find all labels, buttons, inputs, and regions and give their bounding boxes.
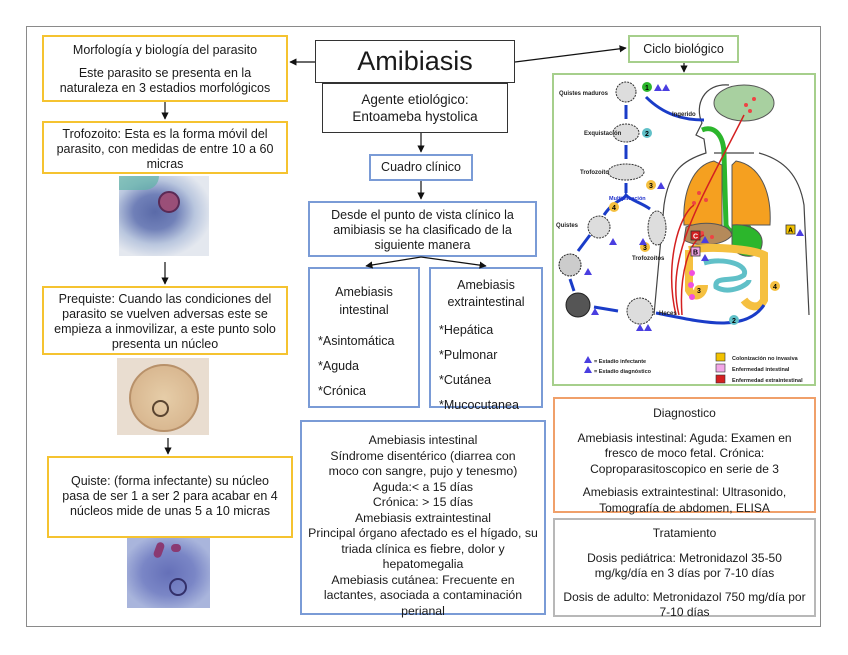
stage-box-quiste: Quiste: (forma infectante) su núcleo pas… xyxy=(47,456,293,538)
cyst-stage xyxy=(565,292,591,318)
stage-box-prequiste: Prequiste: Cuando las condiciones del pa… xyxy=(42,286,288,355)
cuadro-clinico-label: Cuadro clínico xyxy=(381,160,461,174)
stage-legend-diagnostic: = Estadio diagnóstico xyxy=(594,369,652,375)
body-outline xyxy=(653,84,810,316)
extraintestinal-item: *Hepática xyxy=(439,323,494,337)
morfologia-box: Morfología y biología del parasito Este … xyxy=(42,35,288,102)
diagnostico-box: Diagnostico Amebiasis intestinal: Aguda:… xyxy=(553,397,816,515)
tratamiento-text: Dosis de adulto: Metronidazol 750 mg/día… xyxy=(563,589,806,620)
mature-cyst xyxy=(615,81,637,103)
nucleus xyxy=(169,578,187,596)
label-ingerido: Ingerido xyxy=(672,112,696,118)
marker-c: C xyxy=(693,234,698,241)
intestinal-box: Amebiasis intestinal *Asintomática *Agud… xyxy=(308,267,420,408)
page-title: Amibiasis xyxy=(357,46,473,76)
detail-line: Amebiasis extraintestinal xyxy=(354,510,491,525)
diagnostico-title: Diagnostico xyxy=(653,406,716,420)
detail-line: Amebiasis intestinal xyxy=(368,433,478,447)
step-badge: 4 xyxy=(773,284,777,291)
stage-legend-infective: = Estadio infectante xyxy=(594,359,646,365)
extraintestinal-item: *Pulmonar xyxy=(439,348,498,362)
ciclo-biologico-box: Ciclo biológico xyxy=(628,35,739,63)
title-box: Amibiasis xyxy=(315,40,515,83)
cycle-arrows xyxy=(568,95,766,325)
nucleus xyxy=(152,400,169,417)
step-badge: 1 xyxy=(645,85,649,92)
trofozoito-micrograph xyxy=(119,176,209,256)
stage-text-quiste: Quiste: (forma infectante) su núcleo pas… xyxy=(62,474,278,518)
label-multiplicacion: Multiplicación xyxy=(609,196,646,202)
legend-b-text: Enfermedad intestinal xyxy=(732,367,790,373)
detail-line: Principal órgano afectado es el hígado, … xyxy=(308,526,538,571)
label-exquistacion: Exquistación xyxy=(584,131,622,137)
label-heces: Heces xyxy=(659,311,677,317)
brain xyxy=(713,84,775,122)
legend-c-text: Enfermedad extraintestinal xyxy=(732,378,803,384)
cyst-stage xyxy=(626,297,654,325)
trophozoites-right xyxy=(647,210,667,246)
life-cycle-illustration: 1 2 3 4 3 2 3 4 A B C Quistes maduros Ex… xyxy=(556,81,810,384)
intestinal-item: *Asintomática xyxy=(318,334,395,348)
dissemination-arrow xyxy=(675,114,745,316)
morfologia-text: Este parasito se presenta en la naturale… xyxy=(59,66,271,95)
step-badge: 3 xyxy=(643,245,647,252)
nucleus xyxy=(158,191,180,213)
intestinal-item: *Crónica xyxy=(318,384,366,398)
clasificacion-intro-box: Desde el punto de vista clínico la amibi… xyxy=(308,201,537,257)
step-badge: 2 xyxy=(645,131,649,138)
agent-box: Agente etiológico: Entoameba hystolica xyxy=(322,83,508,133)
small-intestine xyxy=(703,258,752,293)
excystation xyxy=(612,123,640,143)
quiste-micrograph xyxy=(127,538,210,608)
detail-line: Síndrome disentérico (diarrea con moco c… xyxy=(328,448,518,479)
colon xyxy=(685,243,768,311)
prequiste-micrograph xyxy=(117,358,209,435)
label-trofozoito: Trofozoíto xyxy=(580,170,609,176)
label-quistes: Quistes xyxy=(556,223,579,229)
label-trofozoitos: Trofozoítos xyxy=(632,256,665,262)
extraintestinal-item: *Mucocutanea xyxy=(439,398,519,412)
stage-text-prequiste: Prequiste: Cuando las condiciones del pa… xyxy=(54,292,276,351)
agent-name: Entoameba hystolica xyxy=(352,109,478,124)
clinical-detail-box: Amebiasis intestinal Síndrome disentéric… xyxy=(300,420,546,618)
intestinal-title: Amebiasis intestinal xyxy=(335,285,393,317)
ciclo-biologico-label: Ciclo biológico xyxy=(643,42,724,56)
clasificacion-intro: Desde el punto de vista clínico la amibi… xyxy=(331,208,514,252)
step-badge: 4 xyxy=(612,205,616,212)
step-badge: 2 xyxy=(732,318,736,325)
legend-a-text: Colonización no invasiva xyxy=(732,356,799,362)
diagnostico-text: Amebiasis extraintestinal: Ultrasonido, … xyxy=(582,485,787,515)
marker-b: B xyxy=(693,250,698,257)
tratamiento-text: Dosis pediátrica: Metronidazol 35-50 mg/… xyxy=(587,550,782,581)
right-lung xyxy=(731,160,771,226)
intestinal-item: *Aguda xyxy=(318,359,360,373)
diagnostico-text: Amebiasis intestinal: Aguda: Examen en f… xyxy=(577,430,792,476)
stage-box-trofozoito: Trofozoito: Esta es la forma móvil del p… xyxy=(42,121,288,174)
label-quistes-maduros: Quistes maduros xyxy=(559,91,609,97)
stage-text-trofozoito: Trofozoito: Esta es la forma móvil del p… xyxy=(56,127,274,171)
step-badge: 3 xyxy=(649,183,653,190)
tratamiento-box: Tratamiento Dosis pediátrica: Metronidaz… xyxy=(553,518,816,619)
life-cycle-diagram: 1 2 3 4 3 2 3 4 A B C Quistes maduros Ex… xyxy=(552,73,816,386)
detail-line: Crónica: > 15 días xyxy=(372,495,474,509)
page-frame xyxy=(26,26,821,627)
tratamiento-title: Tratamiento xyxy=(652,526,717,540)
extraintestinal-box: Amebiasis extraintestinal *Hepática *Pul… xyxy=(429,267,543,412)
step-badge: 3 xyxy=(697,288,701,295)
trophozoite xyxy=(607,163,645,181)
cuadro-clinico-box: Cuadro clínico xyxy=(369,154,473,181)
marker-a: A xyxy=(788,228,793,235)
detail-line: Amebiasis cutánea: Frecuente en lactante… xyxy=(323,572,523,618)
left-lung xyxy=(683,160,723,226)
extraintestinal-title: Amebiasis extraintestinal xyxy=(447,278,525,309)
detail-line: Aguda:< a 15 días xyxy=(372,479,474,494)
cyst-stage xyxy=(558,253,582,277)
extraintestinal-item: *Cutánea xyxy=(439,373,492,387)
morfologia-heading: Morfología y biología del parasito xyxy=(72,43,258,57)
stage-triangles xyxy=(584,84,804,331)
cyst-left xyxy=(587,215,611,239)
agent-label: Agente etiológico: xyxy=(361,92,469,107)
